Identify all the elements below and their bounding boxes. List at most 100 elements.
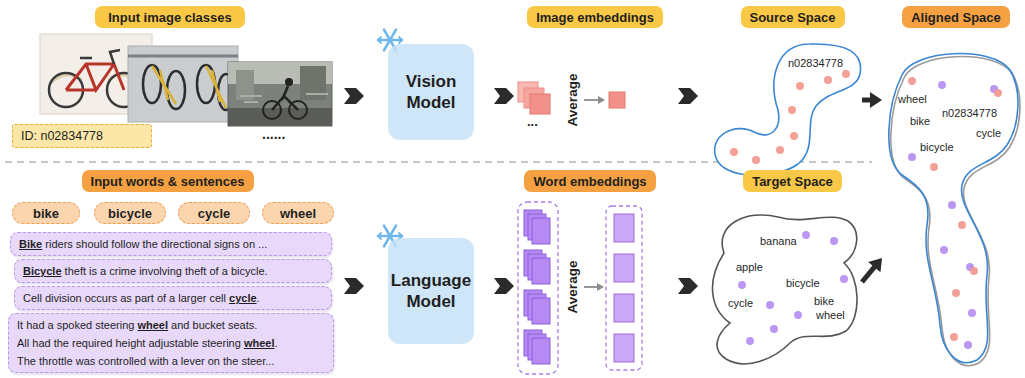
embedding-point <box>794 311 802 319</box>
embedding-point <box>930 163 938 171</box>
bike-photo <box>128 46 238 122</box>
embedding-point <box>840 275 848 283</box>
section-heading: Source Space <box>741 6 845 28</box>
sentence-text: All had the required height adjustable s… <box>17 334 325 352</box>
frozen-model-box: Language Model <box>388 238 474 344</box>
embedding-point <box>964 341 972 349</box>
space-outline <box>891 57 1020 366</box>
embedding-point <box>830 237 838 245</box>
point-label: banana <box>760 235 797 248</box>
embedding-point <box>796 82 804 90</box>
embedding-point <box>908 153 916 161</box>
embedding-point <box>824 76 832 84</box>
box-label: cycle <box>198 206 231 221</box>
embedding-point <box>948 201 956 209</box>
point-label: wheel <box>898 93 927 106</box>
average-label: Average <box>565 261 580 314</box>
section-heading: Input words & sentences <box>82 170 254 192</box>
box-label: Source Space <box>750 10 836 25</box>
point-label: apple <box>736 261 763 274</box>
sentence-text: Cell division occurs as part of a larger… <box>23 289 323 307</box>
word-chip: bike <box>12 202 80 224</box>
arrow-head <box>870 92 882 108</box>
street-photo <box>228 62 332 126</box>
box-label: Input words & sentences <box>91 174 245 189</box>
box-label: Aligned Space <box>911 10 1001 25</box>
section-heading: Image embeddings <box>527 6 663 28</box>
keyword: cycle <box>229 292 257 304</box>
embedding-point <box>770 325 778 333</box>
section-heading: Word embeddings <box>524 170 656 192</box>
connector-line <box>862 266 876 282</box>
ellipsis: ...... <box>262 126 285 142</box>
connector <box>862 92 882 108</box>
box-label: wheel <box>280 206 316 221</box>
section-heading: Aligned Space <box>902 6 1010 28</box>
embedding-point <box>738 281 746 289</box>
box-label: Image embeddings <box>536 10 654 25</box>
embedding-point <box>788 106 796 114</box>
space-outline <box>889 54 1018 363</box>
point-label: bicycle <box>786 277 820 290</box>
keyword: wheel <box>137 319 168 331</box>
sentence-card: Bike riders should follow the directiona… <box>10 232 332 256</box>
box-label: Word embeddings <box>533 174 646 189</box>
embedding-point <box>730 148 738 156</box>
embedding-point <box>766 301 774 309</box>
aligned-space: wheel bike n02834778 cycle bicycle <box>882 45 1020 365</box>
embedding-point <box>938 81 946 89</box>
embedding-point <box>952 289 960 297</box>
embedding-point <box>940 246 948 254</box>
box-label: Target Space <box>752 174 833 189</box>
word-chip: wheel <box>262 202 334 224</box>
embedding-point <box>994 89 1002 97</box>
box-label: bike <box>33 206 59 221</box>
keyword: Bicycle <box>23 265 62 277</box>
point-label: bike <box>814 295 834 308</box>
sentence-card: Bicycle theft is a crime involving theft… <box>14 259 332 283</box>
embedding-point <box>746 337 754 345</box>
average-label: Average <box>565 74 580 127</box>
keyword: Bike <box>19 238 42 250</box>
box-label: Language Model <box>391 270 471 313</box>
space-outline <box>706 205 862 370</box>
embedding-point <box>958 221 966 229</box>
class-id-tag: ID: n02834778 <box>12 124 152 148</box>
sentence-text: It had a spoked steering wheel and bucke… <box>17 316 325 334</box>
box-label: Input image classes <box>108 10 232 25</box>
sentence-card: It had a spoked steering wheel and bucke… <box>8 313 334 373</box>
embedding-point <box>790 132 798 140</box>
point-label: bicycle <box>920 141 954 154</box>
box-label: bicycle <box>108 206 152 221</box>
arrow-head <box>868 258 882 272</box>
embedding-point <box>908 77 916 85</box>
embedding-point <box>776 146 784 154</box>
embedding-space: n02834778 <box>706 40 862 176</box>
word-embedding-stacks <box>518 202 642 374</box>
embedding-point <box>752 156 760 164</box>
sentence-text: The throttle was controlled with a lever… <box>17 352 325 370</box>
embedding-point <box>970 267 978 275</box>
embedding-point <box>968 309 976 317</box>
word-chip: cycle <box>178 202 250 224</box>
embedding-point <box>842 70 850 78</box>
connector <box>862 258 882 282</box>
embedding-space: bananaapplebicyclecyclebikewheel <box>706 205 862 370</box>
sentence-card: Cell division occurs as part of a larger… <box>14 286 332 310</box>
sentence-text: Bicycle theft is a crime involving theft… <box>23 262 323 280</box>
frozen-model-box: Vision Model <box>388 44 474 140</box>
point-label: n02834778 <box>788 57 843 70</box>
ellipsis: ... <box>527 114 538 129</box>
point-label: cycle <box>976 127 1001 140</box>
point-label: n02834778 <box>942 107 997 120</box>
point-label: bike <box>910 115 930 128</box>
sentence-text: Bike riders should follow the directiona… <box>19 235 323 253</box>
section-heading: Input image classes <box>95 6 245 28</box>
box-label: Vision Model <box>394 71 468 114</box>
word-chip: bicycle <box>94 202 166 224</box>
space-outline <box>715 44 861 175</box>
box-label: ID: n02834778 <box>21 129 103 143</box>
embedding-point <box>950 333 958 341</box>
keyword: wheel <box>244 337 275 349</box>
